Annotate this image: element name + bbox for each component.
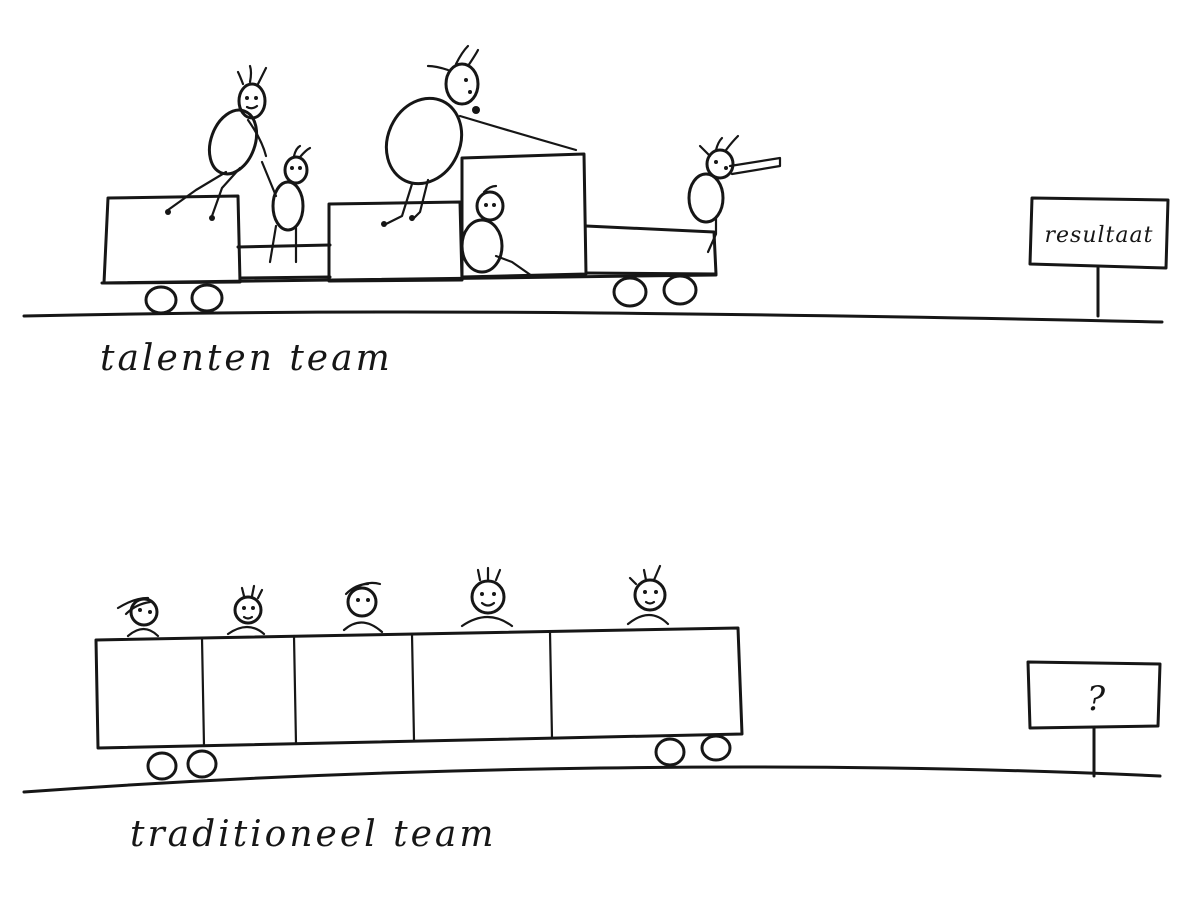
sign-board <box>1028 196 1170 270</box>
team-member-sitting <box>165 64 268 221</box>
bottom-caption: traditioneel team <box>130 814 496 855</box>
block-3 <box>327 200 464 283</box>
top-caption: talenten team <box>100 338 393 379</box>
sign-board <box>1026 660 1162 730</box>
wheel <box>186 749 218 779</box>
telescope <box>728 156 782 176</box>
top-ground-line <box>22 310 1164 324</box>
top-wagon <box>100 152 718 315</box>
talent-team-scene: resultaat talenten team <box>22 44 1170 379</box>
divider <box>548 630 554 740</box>
block-1 <box>102 194 242 285</box>
team-member-head <box>116 596 160 638</box>
team-member-head <box>460 566 514 628</box>
team-member-head <box>342 581 384 634</box>
divider <box>292 634 298 746</box>
block-5-flat <box>584 224 718 276</box>
sign-label: ? <box>1087 679 1106 719</box>
wheel <box>654 737 686 767</box>
divider <box>410 632 416 742</box>
block-2-low <box>236 243 332 280</box>
team-member-leader <box>381 44 578 227</box>
team-member-lookout <box>687 134 782 254</box>
traditional-team-scene: ? traditioneel team <box>22 564 1162 855</box>
bottom-ground-line <box>22 765 1162 794</box>
wheel <box>190 283 224 313</box>
wagon-box <box>94 626 744 750</box>
wheel <box>146 751 178 781</box>
divider <box>200 636 206 748</box>
wheel <box>700 734 732 762</box>
team-member-crouching <box>460 184 534 278</box>
wheel <box>144 285 178 315</box>
bottom-wagon <box>94 626 744 781</box>
team-member-head <box>226 584 266 636</box>
unknown-result-signpost: ? <box>1026 660 1162 778</box>
team-member-small <box>260 144 312 264</box>
sign-label: resultaat <box>1045 223 1154 248</box>
wheel <box>662 274 698 306</box>
result-signpost: resultaat <box>1028 196 1170 318</box>
team-member-head <box>626 564 670 626</box>
wheel <box>612 276 648 308</box>
